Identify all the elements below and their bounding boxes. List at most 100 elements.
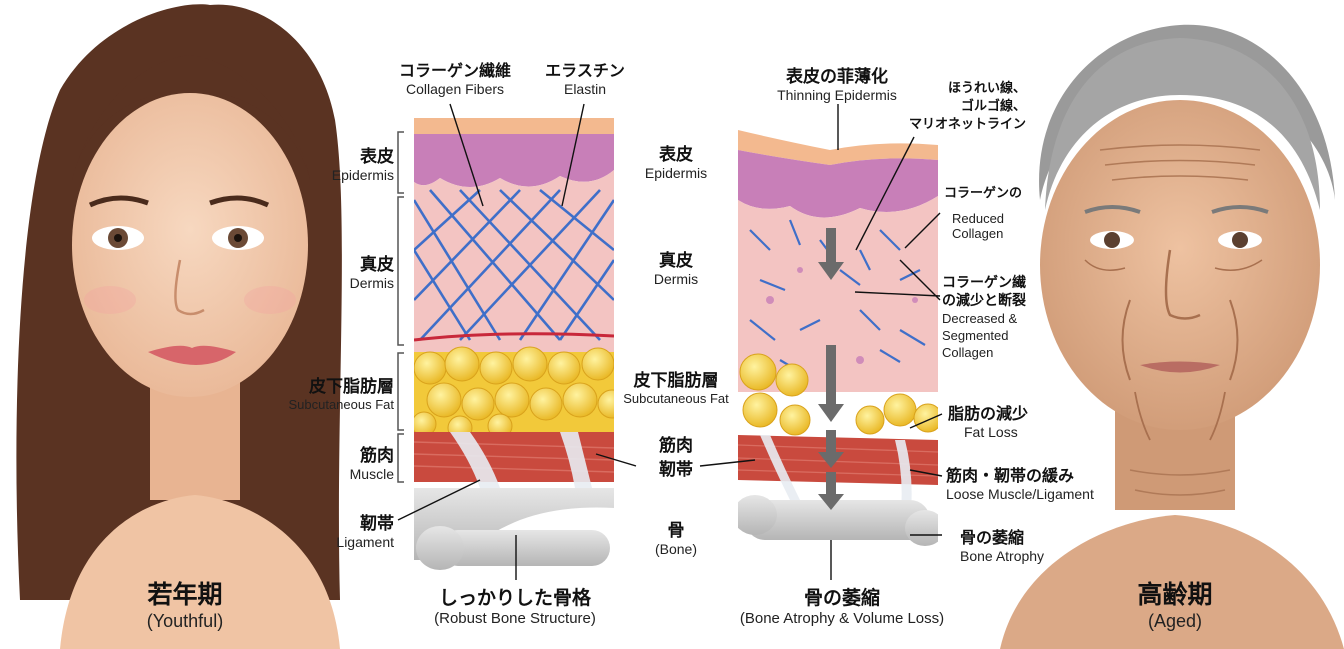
aged-bone-caption-jp: 骨の萎縮 <box>803 587 880 609</box>
aged-bone-caption-en: (Bone Atrophy & Volume Loss) <box>739 610 945 627</box>
thinning-epidermis-en: Thinning Epidermis <box>777 87 897 103</box>
bone-atrophy-jp: 骨の萎縮 <box>960 528 1025 547</box>
aged-hair-top <box>1045 38 1320 210</box>
collagen-fibers-jp: コラーゲン繊維 <box>398 61 511 80</box>
young-muscle-en: Muscle <box>349 466 394 482</box>
aged-muscle <box>738 435 938 485</box>
young-dermis-label: 真皮 Dermis <box>290 250 394 291</box>
segmented-collagen-en1: Decreased & <box>942 311 1018 326</box>
young-ligament-1 <box>450 432 500 488</box>
young-brackets <box>397 131 404 483</box>
aged-forehead-wrinkles <box>1099 144 1261 181</box>
thinning-epidermis-label: 表皮の菲薄化 Thinning Epidermis <box>752 62 922 103</box>
aged-marionette-lines <box>1134 391 1226 441</box>
center-ligament-jp: 靭帯 <box>659 460 693 480</box>
center-bone-en: (Bone) <box>654 541 698 557</box>
aged-epidermis <box>738 150 938 218</box>
aged-bone <box>745 500 930 540</box>
center-bone-jp: 骨 <box>667 521 685 541</box>
young-epidermis <box>414 134 614 187</box>
aged-cross-section <box>738 112 938 572</box>
segmented-collagen-label: コラーゲン繊 の減少と断裂 Decreased & Segmented Coll… <box>942 274 1052 361</box>
aged-lips <box>1140 361 1220 373</box>
young-fat-label: 皮下脂肪層 Subcutaneous Fat <box>250 372 394 412</box>
young-muscle-jp: 筋肉 <box>360 446 394 466</box>
center-fat-jp: 皮下脂肪層 <box>633 371 719 391</box>
young-nose <box>174 259 205 316</box>
fat-loss-label: 脂肪の減少 Fat Loss <box>948 400 1058 440</box>
robust-bone-en: (Robust Bone Structure) <box>434 610 596 627</box>
young-shoulders <box>60 495 340 649</box>
loose-muscle-jp: 筋肉・靭帯の緩み <box>946 466 1075 485</box>
center-muscle-jp: 筋肉 <box>659 436 693 456</box>
wrinkle-line-3: マリオネットライン <box>908 117 1026 132</box>
reduced-collagen-en2: Collagen <box>952 226 1004 241</box>
youthful-caption: 若年期 (Youthful) <box>95 575 275 632</box>
young-face <box>16 4 342 649</box>
young-epidermis-jp: 表皮 <box>360 147 394 167</box>
aged-label-en: (Aged) <box>1147 611 1203 631</box>
aged-face-shape <box>1040 100 1320 430</box>
center-fat-label: 皮下脂肪層 Subcutaneous Fat <box>612 366 740 406</box>
aged-face <box>1000 24 1344 649</box>
elastin-label: エラスチン Elastin <box>530 57 640 97</box>
wrinkle-line-1: ほうれい線、 <box>947 81 1026 96</box>
robust-bone-jp: しっかりした骨格 <box>438 587 591 609</box>
young-brow-left <box>88 195 149 208</box>
aged-bone-caption: 骨の萎縮 (Bone Atrophy & Volume Loss) <box>712 583 972 627</box>
young-vessel <box>414 332 614 342</box>
young-collagen-mesh <box>414 188 614 341</box>
center-fat-en: Subcutaneous Fat <box>623 391 729 406</box>
robust-bone-caption: しっかりした骨格 (Robust Bone Structure) <box>405 583 625 627</box>
aged-dermis <box>738 196 938 392</box>
elastin-jp: エラスチン <box>545 61 625 80</box>
fat-loss-jp: 脂肪の減少 <box>948 404 1029 423</box>
young-dermis-en: Dermis <box>349 275 394 291</box>
thinning-epidermis-jp: 表皮の菲薄化 <box>786 67 888 87</box>
young-face-shape <box>72 93 308 397</box>
young-epidermis-en: Epidermis <box>331 167 394 183</box>
aged-arrows <box>818 228 844 510</box>
wrinkle-lines-label: ほうれい線、 ゴルゴ線、 マリオネットライン <box>900 80 1026 134</box>
reduced-collagen-en1: Reduced <box>952 211 1005 226</box>
collagen-fibers-en: Collagen Fibers <box>405 81 505 97</box>
young-fat-jp: 皮下脂肪層 <box>309 377 394 397</box>
young-dermis-jp: 真皮 <box>360 255 394 275</box>
segmented-collagen-jp2: の減少と断裂 <box>942 293 1026 309</box>
reduced-collagen-jp: コラーゲンの <box>944 186 1023 201</box>
elastin-en: Elastin <box>563 81 607 97</box>
center-bone-label: 骨 (Bone) <box>630 516 722 557</box>
loose-muscle-label: 筋肉・靭帯の緩み Loose Muscle/Ligament <box>946 462 1126 502</box>
young-ligament-2 <box>560 432 592 488</box>
young-lips <box>148 345 236 365</box>
young-brow-right <box>209 195 270 208</box>
youthful-label-jp: 若年期 <box>147 580 223 609</box>
aged-stratum <box>738 130 938 165</box>
wrinkle-line-2: ゴルゴ線、 <box>960 99 1026 114</box>
young-ligament-en: Ligament <box>336 534 394 550</box>
young-epidermis-label: 表皮 Epidermis <box>290 142 394 183</box>
center-dermis-jp: 真皮 <box>659 251 693 271</box>
segmented-collagen-en3: Collagen <box>942 345 994 360</box>
aged-nasolabial-lines <box>1121 299 1239 381</box>
center-dermis-en: Dermis <box>653 271 699 287</box>
center-epidermis-en: Epidermis <box>644 165 708 181</box>
collagen-fibers-label: コラーゲン繊維 Collagen Fibers <box>370 57 540 97</box>
aged-caption: 高齢期 (Aged) <box>1085 575 1265 632</box>
reduced-collagen-label: コラーゲンの Reduced Collagen <box>944 182 1054 241</box>
segmented-collagen-en2: Segmented <box>942 328 1009 343</box>
fat-loss-en: Fat Loss <box>964 424 1018 440</box>
leader-lines <box>397 103 943 580</box>
young-fat-en: Subcutaneous Fat <box>288 397 394 412</box>
aged-shoulders <box>1000 515 1344 649</box>
center-dermis-label: 真皮 Dermis <box>620 246 732 287</box>
young-ligament-jp: 靭帯 <box>360 514 394 534</box>
youthful-label-en: (Youthful) <box>146 611 224 631</box>
loose-muscle-en: Loose Muscle/Ligament <box>946 486 1094 502</box>
bone-atrophy-label: 骨の萎縮 Bone Atrophy <box>960 524 1070 564</box>
center-epidermis-jp: 表皮 <box>659 145 693 165</box>
center-epidermis-label: 表皮 Epidermis <box>620 140 732 181</box>
young-fringe <box>72 55 310 180</box>
center-muscle-ligament-label: 筋肉 靭帯 <box>630 434 722 482</box>
